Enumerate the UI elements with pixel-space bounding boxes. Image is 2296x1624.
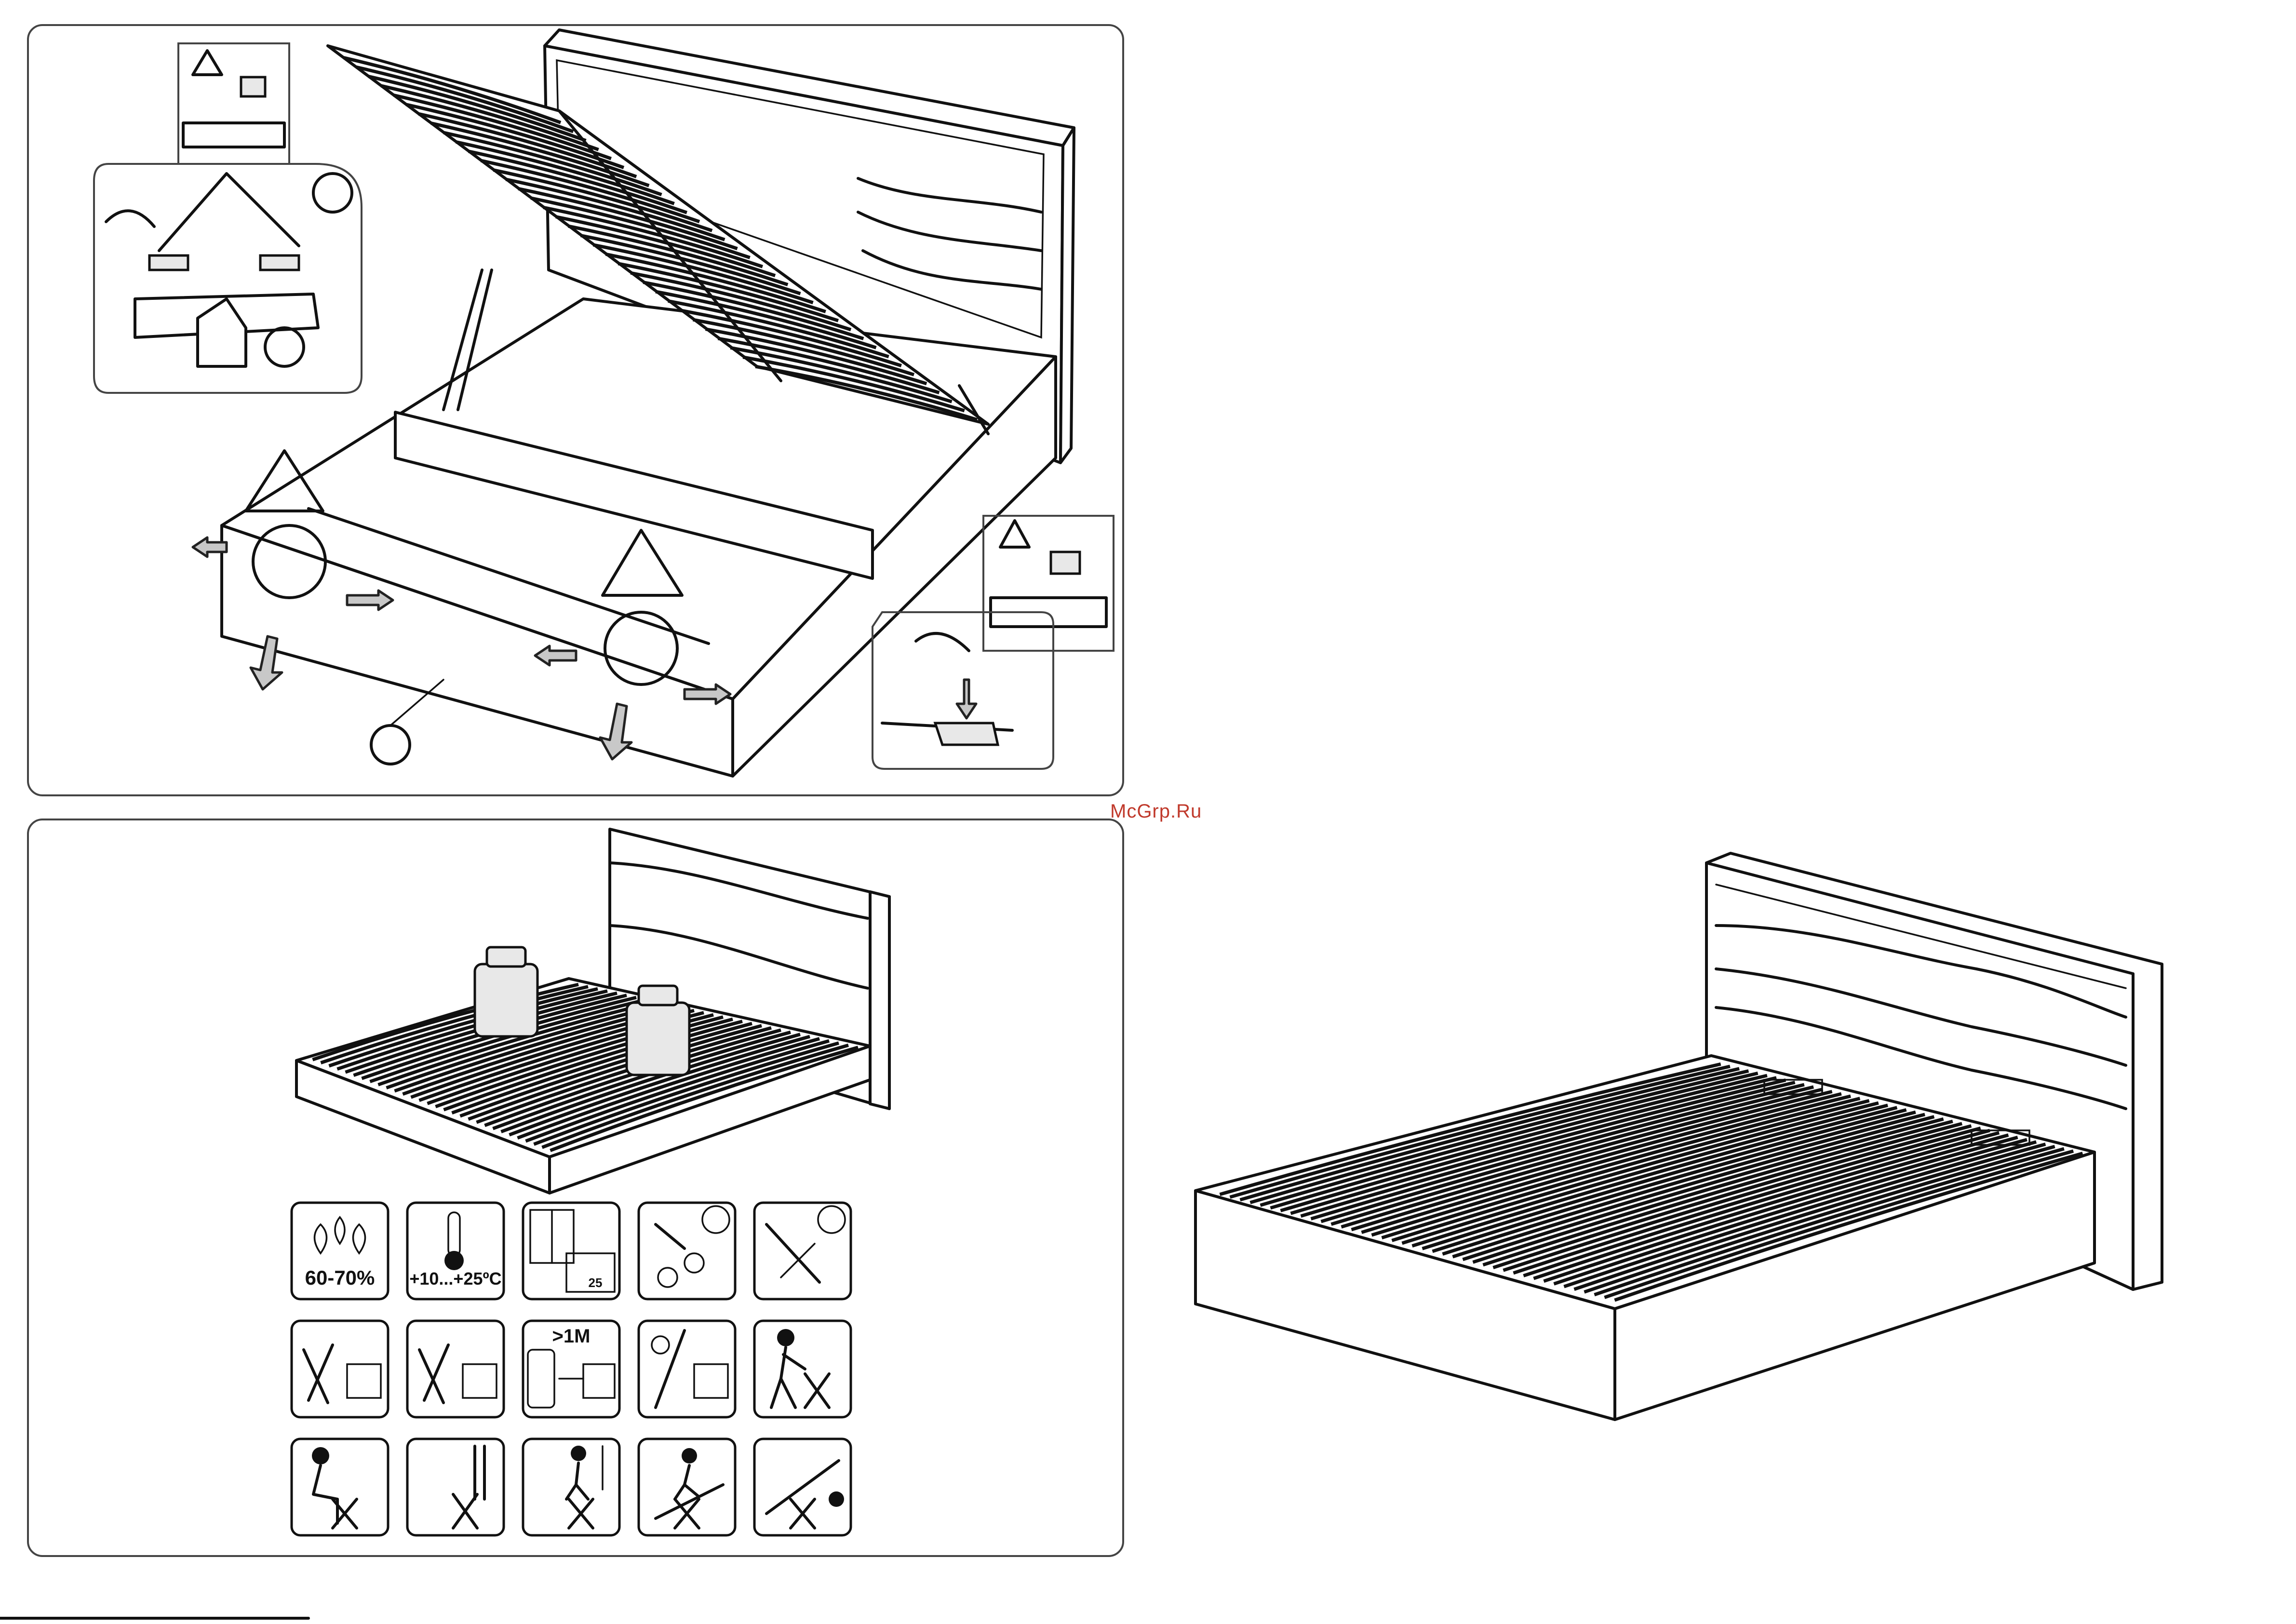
panel-care-instructions: 60-70% +10...+25ºC 25 [28, 819, 1123, 1556]
no-direct-sunlight-icon [639, 1321, 735, 1417]
part-callout-circle [371, 725, 410, 764]
bed-with-weights [296, 829, 889, 1193]
storage-base-open [222, 299, 1056, 776]
warning-triangle-icon [1000, 521, 1029, 547]
wrench-clock-icon [754, 1203, 851, 1299]
svg-text:25: 25 [589, 1275, 603, 1290]
no-liquid-spill-icon [407, 1321, 504, 1417]
inset-part-right [983, 516, 1114, 651]
humidity-drops-icon: 60-70% [292, 1203, 388, 1299]
inset-hinge-bracket [94, 164, 362, 393]
care-icon-grid: 60-70% +10...+25ºC 25 [292, 1203, 851, 1535]
inset-part-top [178, 43, 289, 164]
no-pushing-bed-icon [754, 1321, 851, 1417]
no-sitting-on-edge-icon [292, 1439, 388, 1535]
no-crawling-under-lid-icon [754, 1439, 851, 1535]
warning-triangle-icon [193, 51, 222, 75]
panel-lift-mechanism [28, 25, 1123, 795]
weight-icon [475, 964, 537, 1036]
svg-text:+10...+25ºC: +10...+25ºC [409, 1269, 501, 1288]
weight-icon [627, 1003, 689, 1075]
assembled-bed-illustration [1195, 853, 2162, 1420]
hand-icon [916, 633, 969, 651]
heater-distance-icon: >1M [523, 1321, 619, 1417]
hand-icon [106, 211, 154, 227]
window-calendar-icon: 25 [523, 1203, 619, 1299]
inset-felt-pad [873, 612, 1053, 769]
gears-clock-icon [639, 1203, 735, 1299]
svg-text:60-70%: 60-70% [305, 1266, 375, 1289]
no-wet-cleaning-icon [292, 1321, 388, 1417]
no-jumping-on-bed-icon [523, 1439, 619, 1535]
no-climbing-on-lid-icon [639, 1439, 735, 1535]
thermometer-icon: +10...+25ºC [407, 1203, 504, 1299]
svg-text:>1M: >1M [552, 1326, 591, 1347]
watermark-text: McGrp.Ru [1110, 801, 1202, 822]
no-standing-on-bed-icon [407, 1439, 504, 1535]
arrow-down-icon [957, 680, 976, 718]
